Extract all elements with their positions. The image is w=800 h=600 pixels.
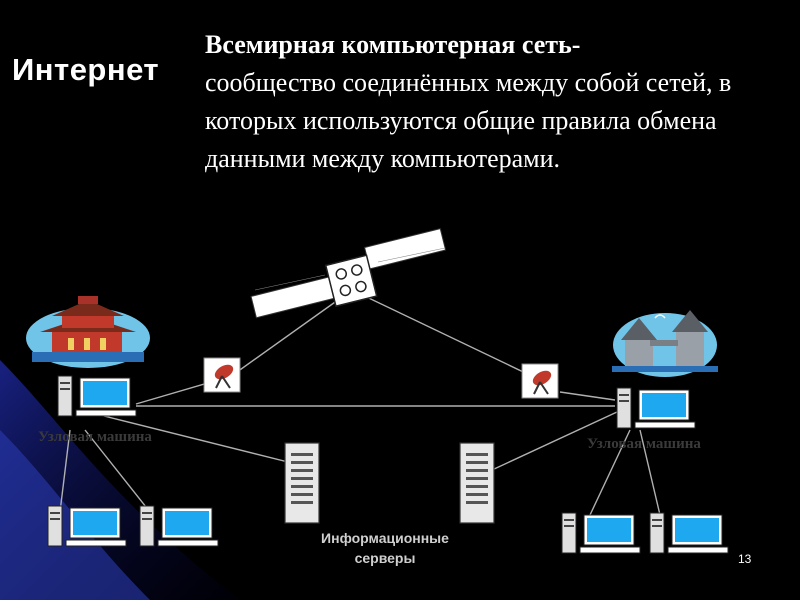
- node-label-left: Узловая машина: [38, 429, 152, 445]
- definition-block: Всемирная компьютерная сеть- сообщество …: [205, 26, 765, 178]
- client-computer-4: [649, 512, 729, 554]
- servers-label: Информационные серверы: [300, 528, 470, 568]
- links: [59, 289, 661, 516]
- servers-label-line2: серверы: [354, 550, 416, 566]
- node-computer-right: [616, 387, 696, 429]
- servers-label-line1: Информационные: [321, 530, 449, 546]
- satellite-dish-left-icon: [203, 357, 241, 393]
- page-number: 13: [738, 552, 752, 566]
- info-server-right: [459, 442, 495, 524]
- client-computer-3: [561, 512, 641, 554]
- client-computer-2: [139, 505, 219, 547]
- satellite-icon: [250, 228, 447, 319]
- definition-term: Всемирная компьютерная сеть-: [205, 30, 581, 59]
- slide-title: Интернет: [12, 52, 160, 87]
- info-server-left: [284, 442, 320, 524]
- definition-text: сообщество соединённых между собой сетей…: [205, 68, 732, 173]
- node-label-right: Узловая машина: [587, 436, 701, 452]
- pagoda-building-icon: [26, 296, 150, 368]
- client-computer-1: [47, 505, 127, 547]
- tower-bridge-icon: [612, 310, 718, 377]
- node-computer-left: [57, 375, 137, 417]
- satellite-dish-right-icon: [521, 363, 559, 399]
